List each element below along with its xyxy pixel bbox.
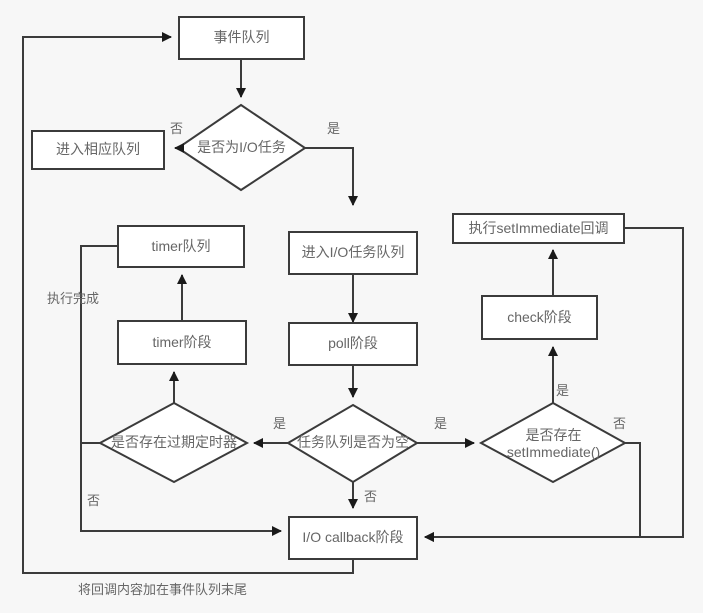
node-enter-io-queue[interactable]: 进入I/O任务队列 — [288, 231, 418, 275]
edge-label-text: 否 — [170, 121, 184, 136]
edge-label-no-has-timer: 否 — [87, 490, 100, 509]
edge-label-append-to-event-queue: 将回调内容加在事件队列末尾 — [78, 579, 247, 598]
edge-label-text: 是 — [556, 383, 570, 398]
edge-label-no-setimmediate: 否 — [613, 413, 626, 432]
edge-label-text: 是 — [273, 416, 287, 431]
node-label: I/O callback阶段 — [302, 529, 404, 546]
node-label: check阶段 — [507, 308, 572, 325]
node-label: 执行setImmediate回调 — [468, 219, 609, 236]
edge-label-yes-queue-empty-right: 是 — [434, 413, 447, 432]
node-timer-phase[interactable]: timer阶段 — [117, 320, 247, 365]
node-run-setimmediate[interactable]: 执行setImmediate回调 — [452, 213, 625, 244]
edge-isio-yes-to-enterioqueue — [305, 147, 358, 206]
edge-timerqueue-to-iocallback — [80, 245, 282, 536]
node-poll-phase[interactable]: poll阶段 — [288, 322, 418, 366]
edge-label-text: 执行完成 — [47, 291, 100, 306]
edge-label-yes-setimmediate: 是 — [556, 380, 569, 399]
node-event-queue[interactable]: 事件队列 — [178, 16, 305, 60]
edge-label-exec-complete: 执行完成 — [47, 288, 99, 307]
edge-label-text: 否 — [87, 493, 101, 508]
node-label: 进入相应队列 — [56, 141, 140, 158]
edge-label-text: 将回调内容加在事件队列末尾 — [78, 582, 248, 597]
node-label: timer队列 — [151, 237, 211, 254]
node-timer-queue[interactable]: timer队列 — [117, 225, 245, 268]
diamond-queue-empty — [286, 403, 419, 484]
node-enter-queue[interactable]: 进入相应队列 — [31, 130, 165, 170]
node-io-callback-phase[interactable]: I/O callback阶段 — [288, 516, 418, 560]
edge-label-text: 否 — [364, 489, 378, 504]
diamond-has-expired-timer — [97, 401, 250, 484]
edge-label-text: 是 — [327, 121, 341, 136]
edge-label-yes-queue-empty-left: 是 — [273, 413, 286, 432]
edge-label-yes-io: 是 — [327, 118, 340, 137]
edge-iocallback-to-eventqueue — [22, 32, 354, 574]
diamond-has-setimmediate — [478, 401, 628, 484]
edge-label-text: 否 — [613, 416, 627, 431]
edge-label-text: 是 — [434, 416, 448, 431]
edge-label-no-io: 否 — [170, 118, 183, 137]
edge-label-no-queue-empty: 否 — [364, 486, 377, 505]
node-label: 事件队列 — [213, 29, 270, 46]
node-label: poll阶段 — [328, 335, 378, 352]
diamond-is-io-task — [176, 103, 307, 192]
edge-hassetimmediate-no-to-iocallback — [424, 442, 641, 542]
node-label: timer阶段 — [152, 333, 212, 350]
node-label: 进入I/O任务队列 — [301, 244, 405, 261]
node-check-phase[interactable]: check阶段 — [481, 295, 598, 340]
